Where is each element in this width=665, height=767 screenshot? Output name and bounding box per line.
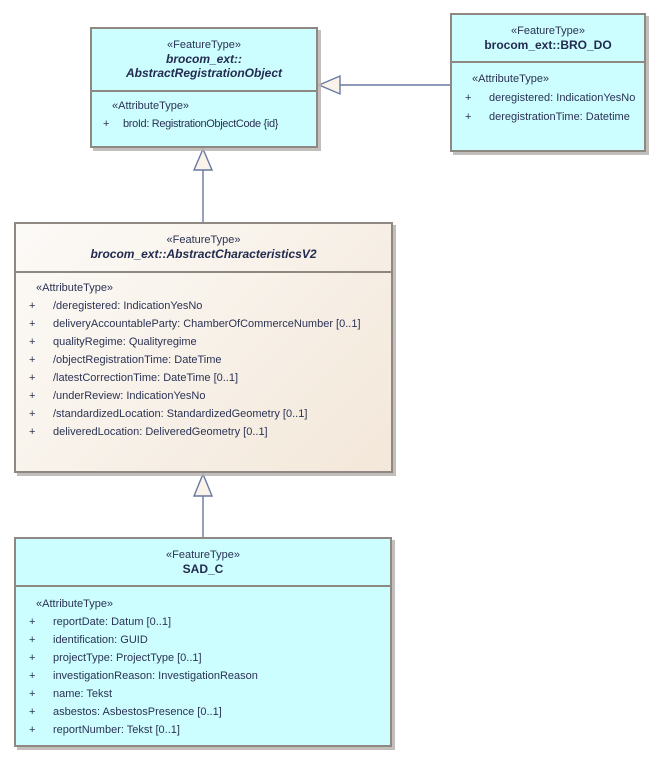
- attribute-row[interactable]: + /standardizedLocation: StandardizedGeo…: [22, 405, 389, 423]
- visibility-marker: +: [29, 336, 36, 348]
- stereotype-label: «FeatureType»: [166, 548, 240, 561]
- attribute-text: name: Tekst: [53, 688, 113, 700]
- attribute-row[interactable]: + /deregistered: IndicationYesNo: [22, 297, 389, 315]
- class-bro-do[interactable]: «FeatureType» brocom_ext::BRO_DO «Attrib…: [450, 13, 646, 152]
- visibility-marker: +: [29, 300, 36, 312]
- visibility-marker: +: [29, 688, 36, 700]
- attribute-row[interactable]: + projectType: ProjectType [0..1]: [22, 649, 388, 667]
- attribute-row[interactable]: + /latestCorrectionTime: DateTime [0..1]: [22, 369, 389, 387]
- class-header: «FeatureType» brocom_ext::BRO_DO: [452, 15, 644, 63]
- attribute-row[interactable]: + name: Tekst: [22, 685, 388, 703]
- class-header: «FeatureType» SAD_C: [16, 539, 390, 587]
- visibility-marker: +: [29, 652, 36, 664]
- generalization-arrow-characteristics-to-registrationobject[interactable]: [192, 147, 214, 222]
- visibility-marker: +: [29, 426, 36, 438]
- attribute-row[interactable]: + identification: GUID: [22, 631, 388, 649]
- attribute-row[interactable]: + broId: RegistrationObjectCode {id}: [98, 115, 314, 133]
- attribute-row[interactable]: + investigationReason: InvestigationReas…: [22, 667, 388, 685]
- visibility-marker: +: [29, 372, 36, 384]
- attribute-text: reportNumber: Tekst [0..1]: [53, 724, 180, 736]
- attribute-text: deregistered: IndicationYesNo: [489, 92, 636, 104]
- visibility-marker: +: [29, 616, 36, 628]
- generalization-arrow-sadc-to-characteristics[interactable]: [192, 472, 214, 537]
- attribute-row[interactable]: + deregistrationTime: Datetime: [458, 108, 642, 127]
- attribute-compartment: «AttributeType» + reportDate: Datum [0..…: [16, 587, 390, 739]
- visibility-marker: +: [29, 408, 36, 420]
- class-name: brocom_ext::BRO_DO: [484, 37, 612, 52]
- attribute-text: deliveredLocation: DeliveredGeometry [0.…: [53, 426, 268, 438]
- attribute-text: projectType: ProjectType [0..1]: [53, 652, 202, 664]
- stereotype-label: «FeatureType»: [511, 24, 585, 37]
- attribute-row[interactable]: + asbestos: AsbestosPresence [0..1]: [22, 703, 388, 721]
- attribute-text: /underReview: IndicationYesNo: [53, 390, 206, 402]
- class-header: «FeatureType» brocom_ext::AbstractCharac…: [16, 224, 391, 273]
- attribute-row[interactable]: + deliveryAccountableParty: ChamberOfCom…: [22, 315, 389, 333]
- attribute-row[interactable]: + deliveredLocation: DeliveredGeometry […: [22, 423, 389, 441]
- attribute-row[interactable]: + deregistered: IndicationYesNo: [458, 89, 642, 108]
- visibility-marker: +: [465, 92, 472, 104]
- attribute-text: /objectRegistrationTime: DateTime: [53, 354, 222, 366]
- attribute-stereotype-label: «AttributeType»: [36, 598, 114, 610]
- visibility-marker: +: [29, 318, 36, 330]
- attribute-row[interactable]: + /objectRegistrationTime: DateTime: [22, 351, 389, 369]
- visibility-marker: +: [29, 634, 36, 646]
- attribute-text: deliveryAccountableParty: ChamberOfComme…: [53, 318, 361, 330]
- attribute-text: broId: RegistrationObjectCode {id}: [123, 118, 279, 130]
- attribute-row[interactable]: + qualityRegime: Qualityregime: [22, 333, 389, 351]
- attribute-row[interactable]: + /underReview: IndicationYesNo: [22, 387, 389, 405]
- visibility-marker: +: [29, 706, 36, 718]
- class-name: brocom_ext::AbstractCharacteristicsV2: [90, 247, 317, 261]
- attribute-compartment: «AttributeType» + broId: RegistrationObj…: [92, 92, 316, 133]
- attribute-text: deregistrationTime: Datetime: [489, 111, 630, 123]
- class-abstract-characteristics-v2[interactable]: «FeatureType» brocom_ext::AbstractCharac…: [14, 222, 393, 473]
- attribute-text: /latestCorrectionTime: DateTime [0..1]: [53, 372, 239, 384]
- attribute-compartment: «AttributeType» + /deregistered: Indicat…: [16, 273, 391, 441]
- attribute-stereotype-label: «AttributeType»: [472, 73, 550, 85]
- attribute-text: investigationReason: InvestigationReason: [53, 670, 258, 682]
- attribute-text: /deregistered: IndicationYesNo: [53, 300, 203, 312]
- visibility-marker: +: [29, 670, 36, 682]
- visibility-marker: +: [465, 111, 472, 123]
- visibility-marker: +: [103, 118, 110, 130]
- class-name: AbstractRegistrationObject: [125, 66, 283, 80]
- attribute-text: qualityRegime: Qualityregime: [53, 336, 197, 348]
- class-name: brocom_ext::: [165, 52, 242, 66]
- class-header: «FeatureType» brocom_ext:: AbstractRegis…: [92, 29, 316, 92]
- visibility-marker: +: [29, 354, 36, 366]
- class-sad-c[interactable]: «FeatureType» SAD_C «AttributeType» + re…: [14, 537, 392, 747]
- stereotype-label: «FeatureType»: [166, 234, 241, 246]
- attribute-text: /standardizedLocation: StandardizedGeome…: [53, 408, 308, 420]
- attribute-text: reportDate: Datum [0..1]: [53, 616, 171, 628]
- generalization-arrow-brodo-to-registrationobject[interactable]: [317, 74, 450, 96]
- stereotype-label: «FeatureType»: [167, 39, 241, 51]
- attribute-row[interactable]: + reportDate: Datum [0..1]: [22, 613, 388, 631]
- attribute-text: asbestos: AsbestosPresence [0..1]: [53, 706, 222, 718]
- class-abstract-registration-object[interactable]: «FeatureType» brocom_ext:: AbstractRegis…: [90, 27, 318, 148]
- class-name: SAD_C: [182, 561, 224, 576]
- attribute-stereotype-label: «AttributeType»: [36, 282, 114, 294]
- attribute-text: identification: GUID: [53, 634, 148, 646]
- attribute-row[interactable]: + reportNumber: Tekst [0..1]: [22, 721, 388, 739]
- attribute-compartment: «AttributeType» + deregistered: Indicati…: [452, 63, 644, 127]
- attribute-stereotype-label: «AttributeType»: [112, 100, 190, 112]
- visibility-marker: +: [29, 724, 36, 736]
- visibility-marker: +: [29, 390, 36, 402]
